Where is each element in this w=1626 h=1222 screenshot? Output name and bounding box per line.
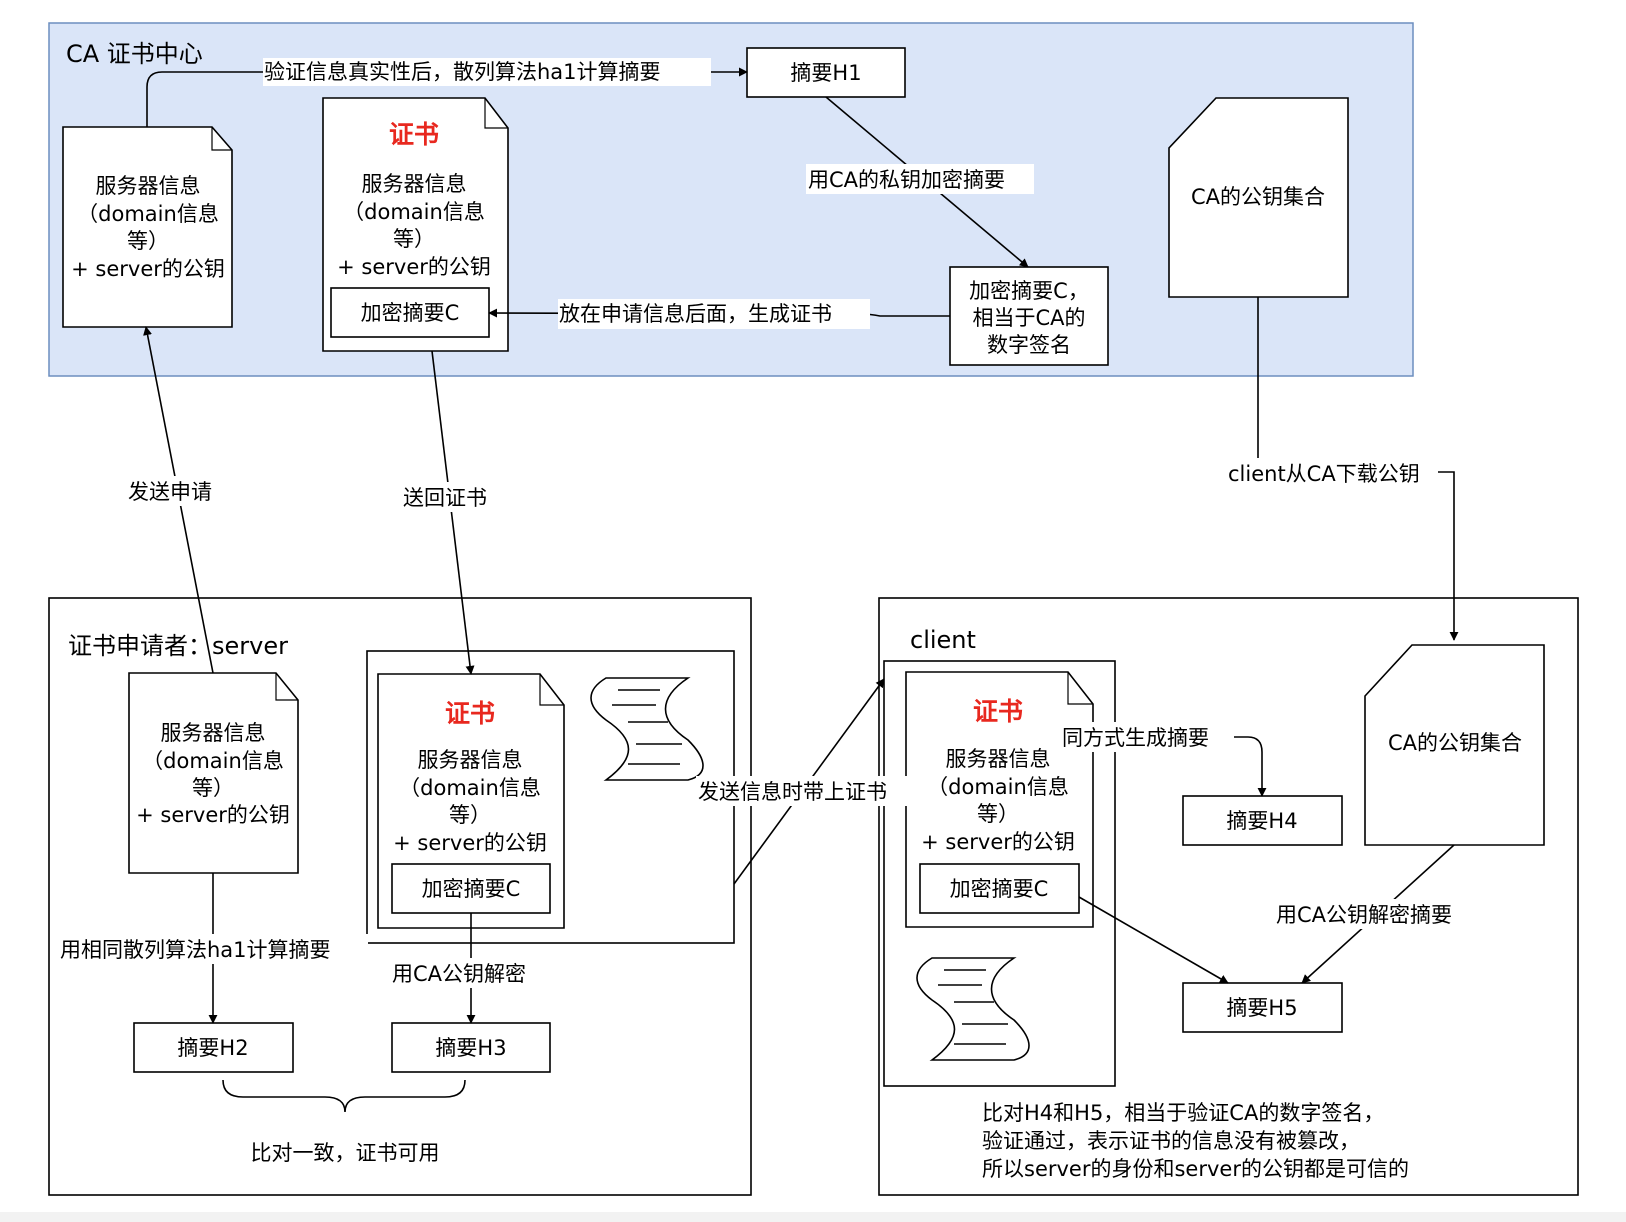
ca-server-info-note: 服务器信息 （domain信息 等） + server的公钥 [62,126,233,328]
edge-send-label: 发送信息时带上证书 [698,780,887,804]
ca-public-keys-label: CA的公钥集合 [1191,185,1325,209]
edge-append-label: 放在申请信息后面，生成证书 [559,302,832,326]
edge-verify [146,67,748,127]
server-info-line-1: 服务器信息 [161,721,266,745]
edge-same-way-label: 同方式生成摘要 [1062,726,1209,750]
client-note-line-2: 验证通过，表示证书的信息没有被篡改， [982,1129,1360,1153]
client-message-icon [916,957,1030,1061]
digest-h1-box [746,47,906,98]
server-cert-digest-box [391,863,551,914]
edge-same-hash-label: 用相同散列算法ha1计算摘要 [60,938,331,962]
client-cert-info-1: 服务器信息 [946,747,1051,771]
ca-cert-info-3: 等） [393,227,435,251]
server-message-icon [590,677,704,781]
ca-info-line-3: 等） [127,229,169,253]
edge-same-way [1093,736,1267,797]
edge-return-label: 送回证书 [403,486,487,510]
server-certificate-note: 证书 服务器信息 （domain信息 等） + server的公钥 加密摘要C [377,673,565,929]
edge-return [431,350,475,675]
client-certificate-note: 证书 服务器信息 （domain信息 等） + server的公钥 加密摘要C [905,671,1094,928]
server-cert-info-2: （domain信息 [399,776,541,800]
server-cert-digest-label: 加密摘要C [422,877,521,901]
encrypted-digest-box [949,266,1109,366]
server-info-line-3: 等） [192,776,234,800]
client-cert-info-4: + server的公钥 [921,830,1075,854]
ca-info-line-4: + server的公钥 [71,257,225,281]
client-ca-keys-card [1364,644,1545,846]
server-panel-title: 证书申请者：server [68,632,288,660]
ca-cert-info-2: （domain信息 [343,200,485,224]
ca-cert-info-1: 服务器信息 [362,172,467,196]
ca-cert-title: 证书 [389,120,439,149]
client-note-line-3: 所以server的身份和server的公钥都是可信的 [982,1157,1409,1181]
edge-verify-label: 验证信息真实性后，散列算法ha1计算摘要 [264,60,661,84]
ca-info-line-1: 服务器信息 [96,174,201,198]
encrypted-line-2: 相当于CA的 [972,306,1085,330]
client-cert-title: 证书 [973,697,1023,726]
digest-h3-label: 摘要H3 [435,1036,506,1060]
server-cert-info-4: + server的公钥 [393,831,547,855]
ca-cert-info-4: + server的公钥 [337,255,491,279]
client-cert-info-3: 等） [977,802,1019,826]
client-cert-digest-label: 加密摘要C [950,877,1049,901]
client-note-line-1: 比对H4和H5，相当于验证CA的数字签名， [982,1101,1384,1125]
digest-h4-box [1182,795,1343,846]
compare-brace [222,1079,466,1113]
client-panel-title: client [910,626,976,654]
digest-h5-label: 摘要H5 [1226,996,1297,1020]
server-cert-title: 证书 [445,699,495,728]
edge-download-label: client从CA下载公钥 [1228,462,1420,486]
ca-info-line-2: （domain信息 [77,202,219,226]
client-cert-digest-box [919,863,1080,914]
digest-h2-label: 摘要H2 [177,1036,248,1060]
digest-h1-label: 摘要H1 [790,61,861,85]
server-info-note: 服务器信息 （domain信息 等） + server的公钥 [128,672,299,874]
edge-apply-label: 发送申请 [128,480,212,504]
edge-digest-to-h5 [1078,896,1229,984]
edge-encrypt-label: 用CA的私钥加密摘要 [808,168,1005,192]
digest-h5-box [1182,982,1343,1033]
ca-certificate-note: 证书 服务器信息 （domain信息 等） + server的公钥 加密摘要C [322,97,509,352]
client-cert-info-2: （domain信息 [927,775,1069,799]
edge-client-decrypt-label: 用CA公钥解密摘要 [1276,903,1452,927]
server-info-line-4: + server的公钥 [136,803,290,827]
digest-h2-box [133,1022,294,1073]
ca-cert-digest-box [330,287,490,338]
client-ca-keys-label: CA的公钥集合 [1388,731,1522,755]
encrypted-line-3: 数字签名 [987,333,1071,357]
compare-result-label: 比对一致，证书可用 [251,1141,440,1165]
server-info-line-2: （domain信息 [142,749,284,773]
ca-cert-digest-label: 加密摘要C [361,301,460,325]
bottom-strip [0,1212,1626,1222]
server-cert-info-3: 等） [449,803,491,827]
digest-h4-label: 摘要H4 [1226,809,1297,833]
encrypted-line-1: 加密摘要C， [969,279,1089,303]
edge-decrypt-label: 用CA公钥解密 [392,962,526,986]
ca-center-title: CA 证书中心 [66,40,203,68]
server-cert-info-1: 服务器信息 [418,748,523,772]
digest-h3-box [391,1022,551,1073]
edge-download [1257,297,1459,641]
